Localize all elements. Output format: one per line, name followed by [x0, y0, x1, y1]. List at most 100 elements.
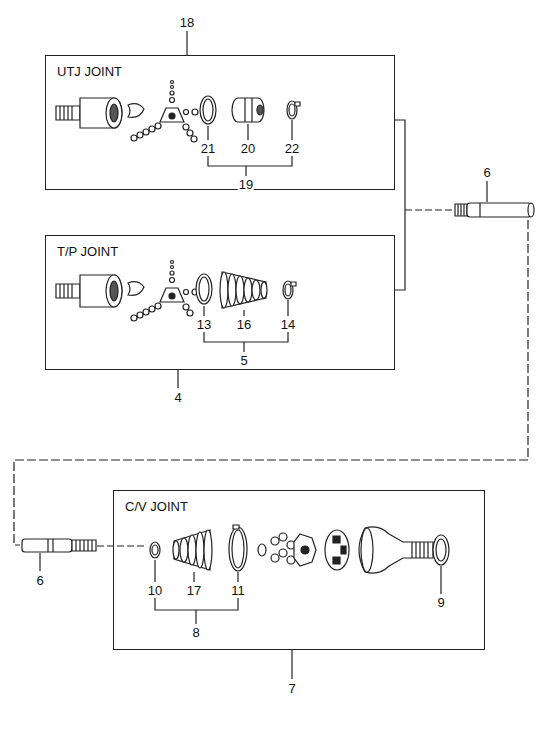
utj-housing: [56, 98, 144, 128]
utj-tripod: [171, 86, 174, 89]
cv-outer-race: [361, 528, 373, 572]
leader-line: [291, 120, 292, 140]
drive-shaft: [467, 203, 531, 217]
tp-tripod: [160, 288, 184, 302]
leader-line: [177, 370, 178, 388]
group-title: T/P JOINT: [56, 244, 119, 259]
tp-tripod: [171, 266, 174, 269]
cv-boot-kit: [232, 530, 244, 568]
utj-tripod: [131, 81, 198, 143]
group-title: C/V JOINT: [124, 499, 189, 514]
drive-shaft: [79, 540, 80, 551]
tp-tripod: [170, 278, 175, 283]
tp-tripod: [170, 271, 174, 275]
cv-joint-inner: [258, 530, 349, 570]
leader-line: [155, 598, 238, 610]
utj-tripod: [170, 91, 174, 95]
utj-boot-kit: [244, 98, 245, 122]
utj-boot-kit: [295, 102, 300, 106]
utj-tripod: [155, 123, 161, 129]
utj-tripod: [183, 124, 189, 130]
leader-line: [195, 610, 196, 624]
cv-joint-inner: [333, 557, 340, 564]
tp-housing: [110, 281, 118, 301]
tp-boot-kit: [236, 276, 244, 304]
drive-shaft: [87, 540, 88, 551]
callout-number: 21: [200, 142, 216, 155]
drive-shaft: [455, 204, 467, 216]
leader-line: [203, 306, 204, 316]
utj-tripod: [184, 110, 189, 115]
tp-joint-box: T/P JOINT: [45, 235, 395, 370]
cv-outer-race: [411, 542, 412, 558]
tp-tripod: [143, 309, 149, 315]
utj-housing: [67, 106, 68, 120]
utj-housing: [63, 106, 64, 120]
utj-tripod: [169, 113, 175, 119]
tp-housing: [80, 275, 122, 307]
drive-shaft: [460, 204, 461, 216]
tp-tripod: [184, 290, 189, 295]
joining-line: [97, 545, 145, 546]
leader-line: [186, 31, 187, 55]
cv-boot-kit: [150, 542, 160, 558]
callout-number: 13: [196, 318, 212, 331]
utj-boot-kit: [251, 98, 252, 122]
drive-shaft: [75, 540, 76, 551]
cv-boot-kit: [188, 535, 196, 565]
tp-housing: [59, 284, 60, 298]
leader-line: [245, 166, 246, 176]
tp-tripod: [137, 312, 143, 318]
leader-line: [486, 181, 487, 202]
utj-tripod: [160, 108, 184, 122]
callout-number: 6: [35, 574, 44, 587]
tp-boot-kit: [199, 277, 209, 301]
tp-housing: [63, 284, 64, 298]
tp-boot-kit: [220, 272, 228, 308]
utj-tripod: [171, 81, 174, 84]
tp-tripod: [155, 303, 161, 309]
callout-number: 18: [179, 16, 195, 29]
utj-tripod: [187, 130, 193, 136]
cv-joint-inner: [271, 554, 279, 562]
joining-line: [14, 220, 528, 545]
callout-number: 19: [238, 178, 254, 191]
callout-number: 20: [240, 142, 256, 155]
callout-number: 4: [173, 391, 182, 404]
leader-line: [204, 332, 288, 342]
tp-boot-kit: [222, 272, 266, 308]
tp-tripod: [171, 261, 174, 264]
joining-bracket: [395, 120, 405, 290]
utj-housing: [80, 98, 122, 128]
joining-line: [405, 209, 452, 210]
callout-number: 7: [287, 682, 296, 695]
cv-outer-race: [427, 542, 428, 558]
utj-boot-kit: [232, 98, 264, 122]
drive-shaft: [52, 539, 53, 552]
tp-housing: [106, 275, 122, 307]
utj-tripod: [191, 136, 197, 142]
cv-boot-kit: [229, 527, 247, 571]
tp-tripod: [169, 293, 175, 299]
callout-number: 10: [147, 584, 163, 597]
tp-boot-kit: [291, 282, 296, 286]
tp-boot-kit: [252, 280, 260, 300]
cv-joint-inner: [333, 536, 340, 543]
leader-line: [247, 124, 248, 140]
callout-number: 14: [280, 318, 296, 331]
leader-line: [237, 572, 238, 582]
cv-boot-kit: [204, 530, 212, 570]
leader-line: [291, 650, 292, 679]
cv-boot-kit: [173, 541, 179, 559]
leader-line: [193, 572, 194, 582]
utj-tripod: [170, 98, 175, 103]
joining-line: [14, 210, 528, 546]
utj-boot-kit: [200, 96, 300, 124]
cv-joint-inner: [279, 549, 287, 557]
cv-joint-inner: [341, 546, 346, 554]
tp-housing: [67, 284, 68, 298]
callout-number: 17: [186, 584, 202, 597]
drive-shaft: [22, 539, 72, 552]
cv-joint-inner: [294, 534, 316, 566]
